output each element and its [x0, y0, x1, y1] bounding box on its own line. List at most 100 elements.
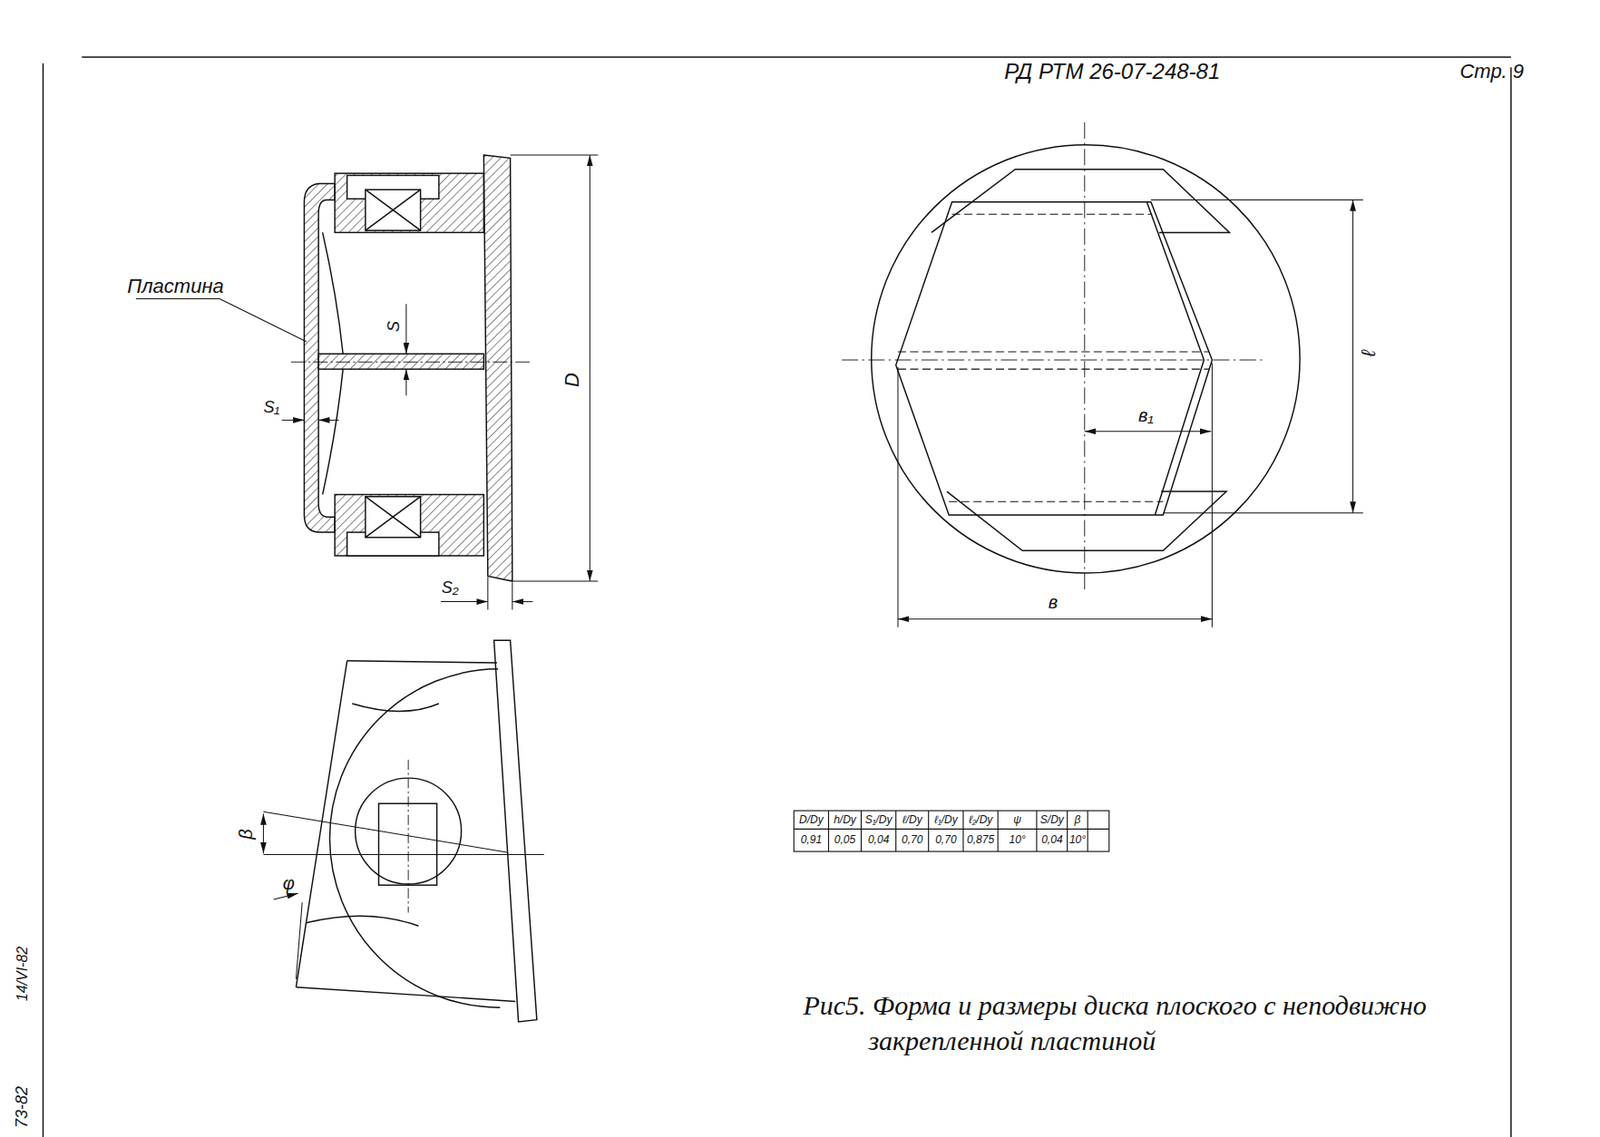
disk-plan-view-part [1162, 512, 1363, 514]
section-view-part [487, 577, 488, 611]
drawing-part [897, 214, 1210, 502]
disk-plan-view-part [896, 202, 1213, 516]
table-header-cell: S/Dу [1040, 814, 1064, 827]
dimension-label: ℓ [1357, 351, 1380, 358]
table-header-cell: h/Dу [833, 814, 857, 827]
disk-plan-view-part [1352, 199, 1354, 513]
section-view-part [510, 154, 599, 156]
table-header-cell: S₁/Dу [865, 814, 893, 827]
disk-plan-view-part [897, 618, 1212, 620]
drawing-part-part [948, 501, 1163, 503]
section-view-part [291, 361, 531, 363]
page-number: Стр. 9 [1459, 60, 1524, 83]
dimension-label: в₁ [1138, 405, 1154, 426]
section-view-part [483, 155, 512, 582]
table-value-cell: 0,70 [935, 834, 957, 847]
section-view-part [440, 601, 488, 603]
section-view-part [365, 189, 421, 231]
section-view-part [405, 303, 407, 354]
table-grid-part [828, 810, 830, 852]
drawing-part-part [897, 369, 1210, 371]
section-view-part [318, 419, 339, 421]
table-value-cell: 0,875 [966, 834, 995, 847]
section-view-part [512, 581, 598, 583]
section-view-part [282, 419, 305, 421]
dimension-label: S₂ [441, 579, 459, 598]
table-value-cell: 10° [1069, 834, 1086, 847]
section-view-part [334, 494, 484, 556]
page-border [42, 57, 1511, 1137]
section-view-part [512, 601, 533, 603]
disk-plan-view-part [1083, 122, 1085, 592]
dimension-label: S₁ [263, 399, 280, 418]
table-grid-part [927, 810, 929, 852]
table-value-cell: 0,04 [1041, 834, 1063, 847]
table-header-cell: ℓ/Dу [902, 814, 923, 827]
figure-caption: Рис5. Форма и размеры диска плоского с н… [802, 987, 1522, 1059]
section-view-part [136, 299, 307, 342]
side-view-part [263, 811, 508, 853]
table-grid-part [793, 810, 1110, 852]
side-view-part [295, 902, 303, 979]
angle-label: β [235, 829, 256, 840]
angle-label: φ [282, 873, 295, 894]
section-view-part [322, 232, 343, 354]
table-grid-part [997, 810, 999, 852]
disk-plan-view-part [841, 360, 1266, 361]
disk-plan-view-part [946, 491, 1227, 551]
part-name: Пластина [126, 275, 225, 298]
drawing-part-part [952, 214, 1152, 215]
side-view-part [273, 893, 299, 900]
table-grid-part [1066, 810, 1068, 852]
table-value-cell: 0,70 [901, 834, 923, 847]
table-value-cell: 0,05 [834, 834, 856, 847]
side-view-part [306, 916, 420, 927]
table-header-cell: ℓ₁/Dу [934, 814, 958, 827]
side-view-part [379, 803, 438, 886]
table-value-cell: 10° [1009, 834, 1026, 847]
dimension-label: в [1048, 592, 1058, 613]
side-view [263, 640, 544, 1023]
section-view-part [322, 369, 343, 495]
side-view-part [347, 661, 498, 664]
table-grid-part [1087, 810, 1089, 852]
side-view-part [263, 813, 264, 854]
section-view-part [365, 189, 421, 231]
section-view-part [318, 353, 484, 370]
disk-plan-view [841, 122, 1364, 628]
disk-plan-view-part [1084, 430, 1211, 432]
dimension-label: D [561, 372, 584, 388]
table-header-cell: D/Dу [799, 814, 824, 827]
side-view-part [330, 669, 501, 1008]
page-border-part [81, 56, 1512, 58]
side-view-part [295, 987, 516, 1003]
table-grid-part [1035, 810, 1037, 852]
side-view-part [263, 854, 544, 856]
table-value-cell: 0,04 [868, 834, 889, 847]
section-view-part [365, 497, 421, 538]
side-view-part [355, 778, 462, 885]
side-view-part [351, 703, 440, 712]
table-grid-part [860, 810, 862, 852]
disk-plan-view-part [931, 169, 1230, 234]
disk-plan-view-part [871, 145, 1300, 574]
table-grid-part [895, 810, 897, 852]
table-grid-part [793, 829, 1110, 830]
table-header-cell: β [1074, 814, 1082, 827]
section-view-part [365, 189, 421, 231]
side-view-part [494, 640, 537, 1023]
section-view-part [589, 155, 591, 582]
page-border-part [42, 63, 44, 1137]
table-grid-part [962, 810, 964, 852]
table-value-cell: 0,91 [800, 834, 822, 847]
table-grid [793, 810, 1110, 852]
page-border-part [1510, 67, 1512, 1137]
disk-plan-view-part [1146, 202, 1204, 516]
table-header-cell: ψ [1013, 814, 1022, 827]
section-view-part [334, 173, 484, 233]
section-view-part [365, 497, 421, 538]
drawing-part-part [897, 351, 1210, 353]
section-view [136, 155, 598, 611]
